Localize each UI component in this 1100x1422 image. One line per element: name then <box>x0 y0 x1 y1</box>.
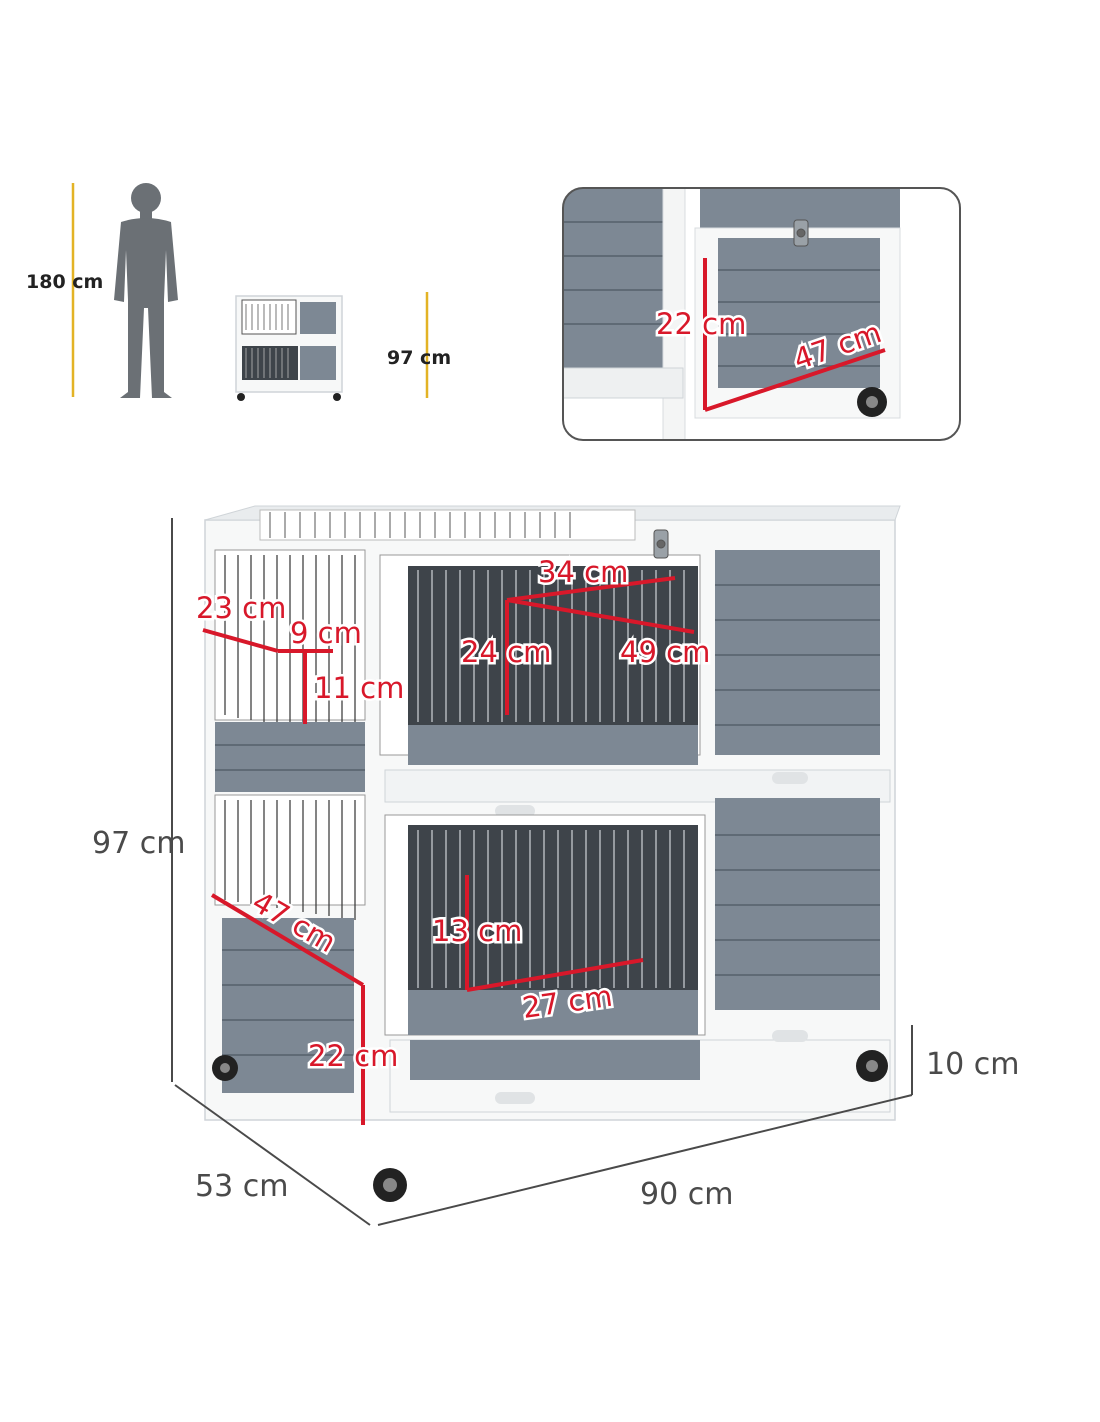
main-hutch-illustration <box>204 505 901 1202</box>
top-opening-width-line <box>506 576 676 602</box>
caster-wheel-icon <box>856 1050 888 1082</box>
overall-width-label: 90 cm <box>640 1177 733 1212</box>
side-door-width-line <box>210 893 365 987</box>
caster-wheel-icon <box>857 387 887 417</box>
small-hutch-thumbnail <box>235 295 343 401</box>
leg-height-label: 10 cm <box>926 1047 1019 1082</box>
product-height-label: 97 cm <box>387 347 451 369</box>
caster-wheel-icon <box>373 1168 407 1202</box>
feeder-width-label: 23 cm <box>196 591 286 625</box>
scale-comparison: 180 cm 97 cm <box>26 183 451 401</box>
inset-door-height-label: 22 cm <box>656 307 746 341</box>
overall-depth-label: 53 cm <box>195 1169 288 1204</box>
latch-icon <box>653 529 669 559</box>
side-door-height-label: 22 cm <box>308 1039 398 1073</box>
person-silhouette-icon <box>114 183 178 398</box>
bottom-door-width-line <box>466 958 644 992</box>
overall-width-line <box>377 1094 913 1226</box>
overall-height-label: 97 cm <box>92 826 185 861</box>
interior-dimension-lines <box>202 576 695 1125</box>
latch-icon <box>793 219 809 247</box>
top-door-height-label: 24 cm <box>461 635 551 669</box>
top-opening-width-label: 34 cm <box>538 555 628 589</box>
caster-wheel-icon <box>212 1055 238 1081</box>
bottom-door-height-label: 13 cm <box>432 914 522 948</box>
overall-depth-line <box>174 1084 371 1226</box>
feeder-height-label: 11 cm <box>314 671 404 705</box>
overall-dimensions <box>171 518 913 1226</box>
inset-detail: 22 cm 47 cm <box>562 187 961 441</box>
feeder-width-line <box>202 628 279 653</box>
inset-border <box>562 187 961 441</box>
top-diagonal-label: 49 cm <box>620 635 710 669</box>
person-height-label: 180 cm <box>26 271 103 293</box>
feeder-depth-label: 9 cm <box>290 616 362 650</box>
inset-door-width-line <box>704 348 886 412</box>
top-diagonal-line <box>506 598 695 634</box>
